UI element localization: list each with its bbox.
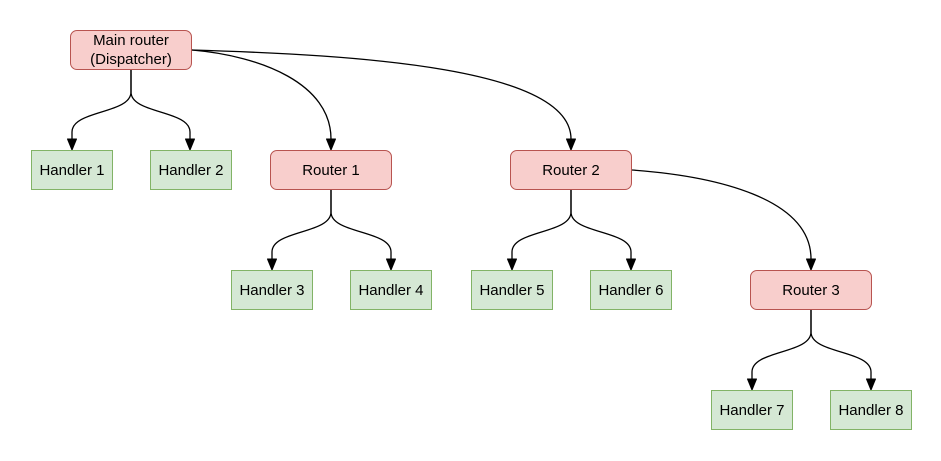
edge-line — [810, 310, 872, 380]
arrowhead — [185, 138, 195, 151]
node-main-router: Main router (Dispatcher) — [70, 30, 192, 70]
arrowhead — [67, 138, 77, 151]
edge-line — [751, 310, 812, 380]
node-router-3: Router 3 — [750, 270, 872, 310]
arrowhead — [267, 258, 277, 271]
node-handler-8: Handler 8 — [830, 390, 912, 430]
edge-main-to-handler-2 — [130, 70, 195, 151]
arrowhead — [747, 378, 757, 391]
edge-line — [330, 190, 392, 260]
edge-router-2-to-handler-6 — [570, 190, 636, 271]
edge-line — [130, 70, 191, 140]
node-handler-7: Handler 7 — [711, 390, 793, 430]
node-router-2: Router 2 — [510, 150, 632, 190]
arrowhead — [386, 258, 396, 271]
edge-line — [271, 190, 332, 260]
edge-main-to-handler-1 — [67, 70, 132, 151]
node-handler-2: Handler 2 — [150, 150, 232, 190]
node-handler-3: Handler 3 — [231, 270, 313, 310]
node-handler-5: Handler 5 — [471, 270, 553, 310]
node-handler-4: Handler 4 — [350, 270, 432, 310]
edge-line — [511, 190, 572, 260]
arrowhead — [326, 138, 336, 151]
arrowhead — [566, 138, 576, 151]
node-handler-6: Handler 6 — [590, 270, 672, 310]
edge-router-1-to-handler-4 — [330, 190, 396, 271]
edge-router-2-to-handler-5 — [507, 190, 572, 271]
edge-line — [191, 49, 332, 140]
edge-main-to-router-1 — [191, 49, 336, 151]
edge-router-2-to-router-3 — [631, 169, 816, 271]
edge-router-3-to-handler-8 — [810, 310, 876, 391]
arrowhead — [866, 378, 876, 391]
node-handler-1: Handler 1 — [31, 150, 113, 190]
edge-router-1-to-handler-3 — [267, 190, 332, 271]
arrowhead — [626, 258, 636, 271]
node-router-1: Router 1 — [270, 150, 392, 190]
arrowhead — [806, 258, 816, 271]
edge-line — [71, 70, 132, 140]
edge-line — [191, 49, 572, 140]
edge-router-3-to-handler-7 — [747, 310, 812, 391]
arrowhead — [507, 258, 517, 271]
edge-line — [570, 190, 632, 260]
edge-main-to-router-2 — [191, 49, 576, 151]
edge-line — [631, 169, 812, 260]
